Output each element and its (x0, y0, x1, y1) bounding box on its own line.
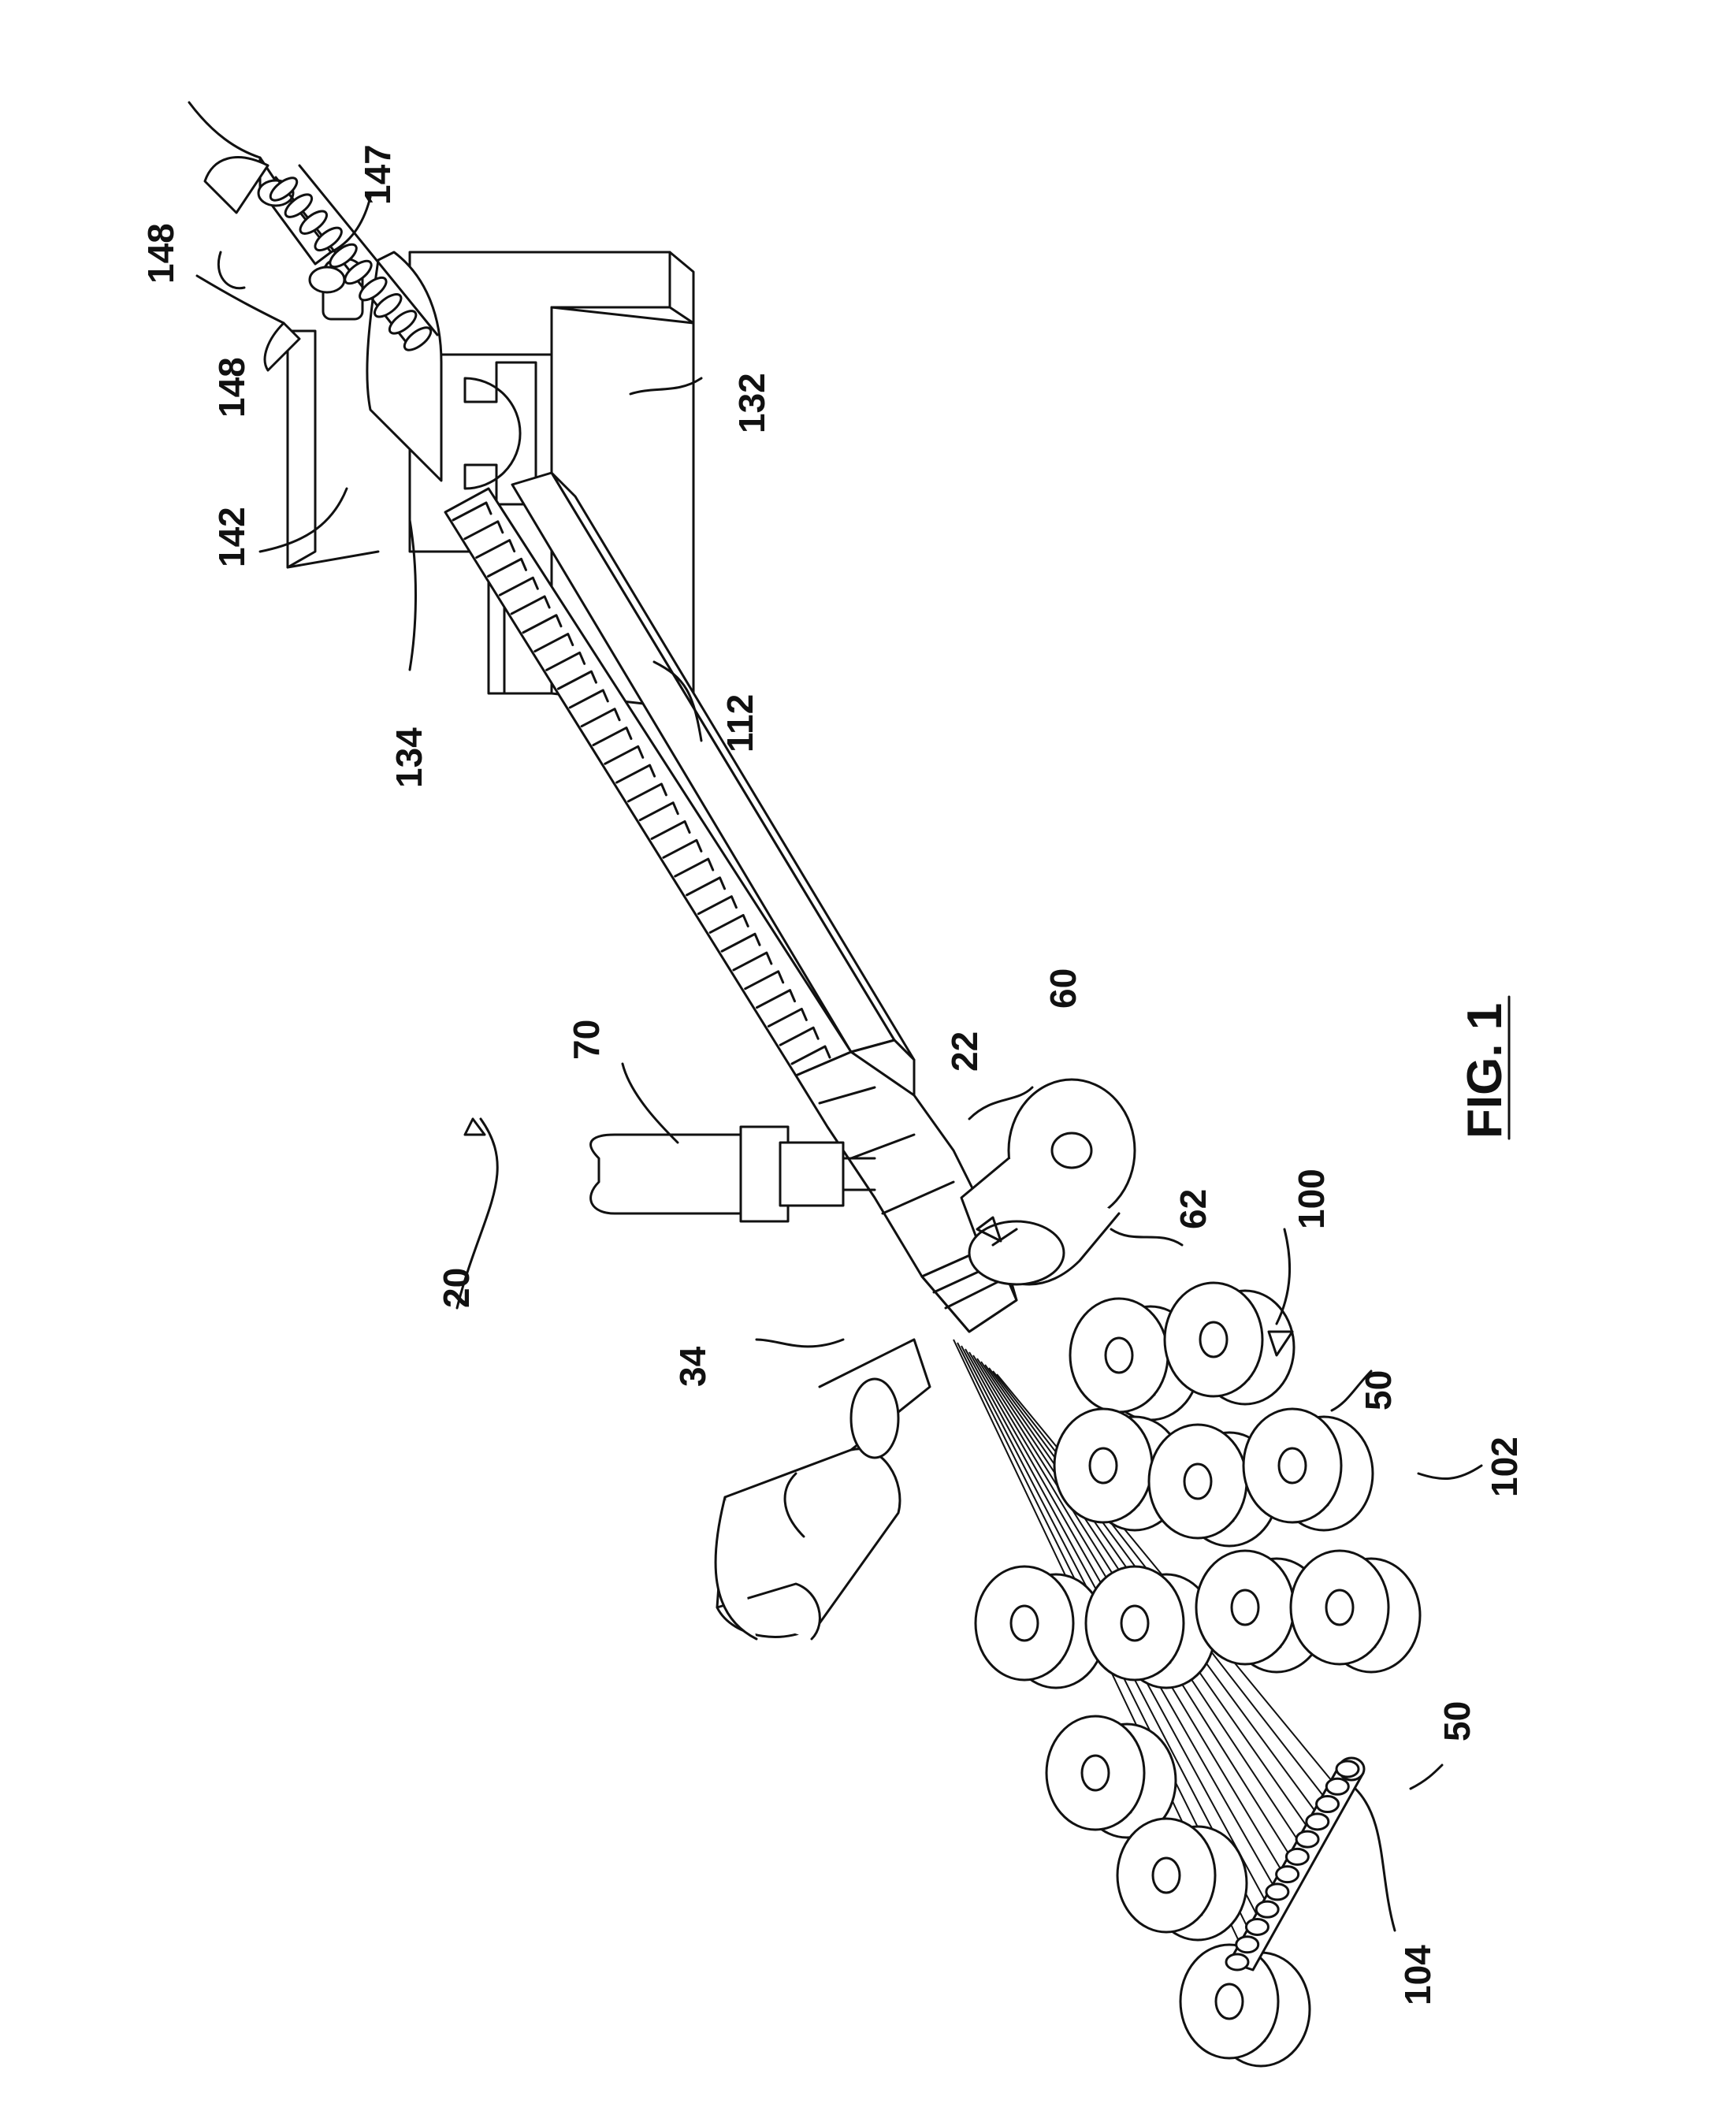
label-148-upper: 148 (140, 223, 181, 284)
label-148-lower: 148 (211, 357, 252, 418)
film-spool (961, 1080, 1135, 1284)
roller-segment (1307, 1814, 1329, 1830)
roller-segment (1266, 1884, 1288, 1900)
label-22: 22 (944, 1031, 985, 1072)
roller-segment (1286, 1849, 1308, 1864)
roller-segment (1317, 1797, 1339, 1812)
label-132: 132 (731, 373, 772, 433)
creel-spool (1291, 1551, 1420, 1672)
label-100: 100 (1291, 1169, 1332, 1229)
cooling-trough (512, 473, 914, 1103)
label-142: 142 (211, 507, 252, 567)
label-102: 102 (1484, 1436, 1525, 1497)
roller-segment (1277, 1867, 1299, 1882)
label-60: 60 (1043, 968, 1084, 1009)
roller-segment (1296, 1831, 1318, 1847)
label-62: 62 (1173, 1189, 1214, 1229)
creel-spool (1243, 1409, 1373, 1530)
creel (976, 1283, 1420, 2066)
label-34: 34 (672, 1346, 713, 1387)
roller-segment (1256, 1901, 1278, 1917)
label-20: 20 (436, 1268, 477, 1308)
extruder-top (591, 1127, 875, 1221)
roller-segment (1226, 1954, 1248, 1970)
label-134: 134 (388, 727, 429, 788)
creel-spool (1086, 1566, 1215, 1688)
roller-segment (1336, 1761, 1359, 1777)
label-50-lower: 50 (1437, 1701, 1478, 1741)
side-extruder (716, 1340, 930, 1639)
fig-caption-text: FIG. 1 (1458, 1003, 1512, 1139)
creel-spool (1117, 1819, 1247, 1940)
label-147: 147 (357, 144, 398, 205)
roller-segment (1236, 1937, 1258, 1953)
label-50-upper: 50 (1358, 1370, 1399, 1410)
figure-caption: FIG. 1 (1458, 997, 1512, 1139)
roller-segment (1246, 1919, 1268, 1934)
roller-segment (1326, 1778, 1348, 1794)
creel-spool (1165, 1283, 1294, 1404)
label-104: 104 (1397, 1945, 1438, 2005)
guide-roller (1226, 1758, 1364, 1970)
label-70: 70 (566, 1020, 607, 1060)
label-112: 112 (719, 694, 760, 753)
